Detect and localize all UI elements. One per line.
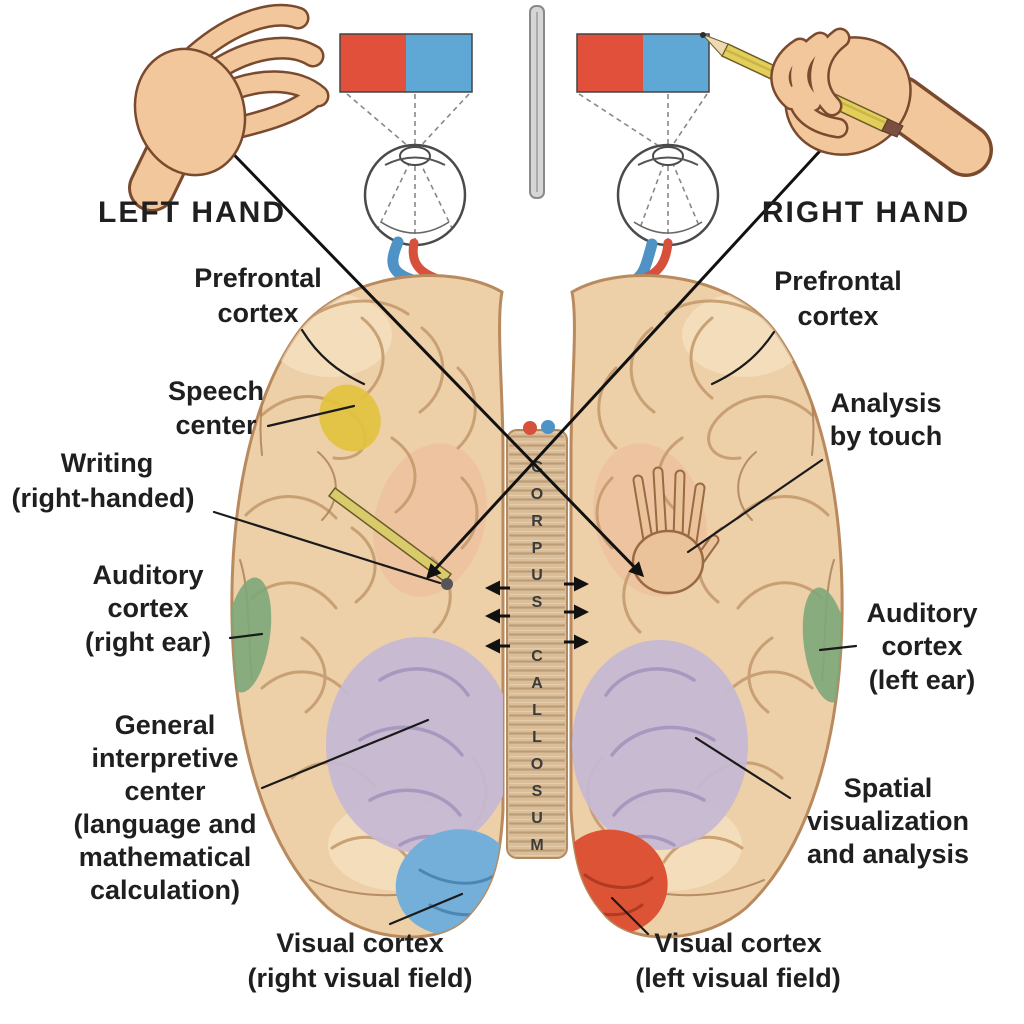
optic-tract-blue-dot [541,420,555,434]
prefrontal-right-leader [710,330,776,386]
label-auditory-right-line3: (right ear) [85,627,211,657]
auditory-left-ear-leader [818,644,858,652]
label-interpretive-line1: General [115,710,216,740]
label-spatial-line1: Spatial [844,773,933,803]
label-speech-line2: center [175,410,257,440]
label-prefrontal-right-line1: Prefrontal [774,266,902,296]
spatial-leader [694,736,792,800]
auditory-right-ear-leader [228,632,264,640]
label-visual-left-hemi-line2: (right visual field) [247,963,472,993]
midline-divider-bar [529,5,545,199]
corpus-callosum-letter: R [531,513,543,530]
label-prefrontal-left-line1: Prefrontal [194,263,322,293]
label-visual-right-hemi-line2: (left visual field) [635,963,841,993]
label-visual-right-hemi-line1: Visual cortex [654,928,822,958]
label-speech-line1: Speech [168,376,264,406]
label-analysis-line2: by touch [830,421,943,451]
label-interpretive-line4: (language and [73,809,256,839]
right-bar-red-half [577,34,643,92]
corpus-callosum-letter: L [532,702,542,719]
corpus-callosum-letter: L [532,729,542,746]
label-interpretive-line3: center [124,776,206,806]
label-visual-left-hemi-line1: Visual cortex [276,928,444,958]
right-eye-diagram [578,93,720,288]
label-left-hand: LEFT HAND [98,196,286,229]
corpus-callosum-letter: M [530,837,543,854]
general-interpretive-center-area [326,637,503,857]
right-hand-to-left-hemisphere-arrow [425,138,832,580]
left-bar-blue-half [406,34,472,92]
label-auditory-left-line3: (left ear) [869,665,976,695]
right-visual-field-bar [576,33,710,93]
right-bar-blue-half [643,34,709,92]
auditory-cortex-left-ear-area [802,587,843,703]
left-brain-hemisphere [230,274,505,939]
visual-right-field-leader [388,892,464,926]
touch-analysis-hand-illustration [631,466,720,595]
label-auditory-left-line2: cortex [881,631,962,661]
corpus-callosum-letter: S [532,594,543,611]
optic-tract-red-dot [523,421,537,435]
label-prefrontal-left-line2: cortex [217,298,298,328]
spatial-visualization-area [572,640,748,857]
label-right-hand: RIGHT HAND [762,196,970,229]
label-auditory-right-line1: Auditory [93,560,204,590]
label-analysis-line1: Analysis [830,388,941,418]
label-spatial-line3: and analysis [807,839,969,869]
corpus-callosum-letter: P [532,540,543,557]
speech-center-area [319,384,381,452]
corpus-callosum-letter: U [531,810,543,827]
label-auditory-right-line2: cortex [107,593,188,623]
prefrontal-left-leader [300,328,366,386]
general-interpretive-leader [260,718,430,790]
left-hand-illustration [128,3,330,212]
label-spatial-line2: visualization [807,806,969,836]
corpus-callosum-letter: O [531,486,543,503]
label-interpretive-line2: interpretive [91,743,238,773]
left-bar-red-half [340,34,406,92]
corpus-callosum-crossing-arrows [485,576,589,654]
label-prefrontal-right-line2: cortex [797,301,878,331]
writing-leader [212,510,442,585]
right-brain-hemisphere [569,274,844,939]
speech-center-leader [266,404,356,428]
corpus-callosum-letter: U [531,567,543,584]
left-visual-field-bar [339,33,473,93]
label-writing-line2: (right-handed) [12,483,195,513]
corpus-callosum-letter: O [531,756,543,773]
label-interpretive-line5: mathematical [79,842,252,872]
visual-left-field-leader [610,896,650,936]
label-interpretive-line6: calculation) [90,875,240,905]
label-auditory-left-line1: Auditory [867,598,978,628]
right-hand-illustration [700,27,993,177]
writing-area-pencil-illustration [327,486,453,590]
corpus-callosum-letter: A [531,675,543,692]
corpus-callosum-letter: S [532,783,543,800]
left-eye-diagram [346,93,470,290]
analysis-by-touch-leader [686,458,824,554]
left-hand-to-right-hemisphere-arrow [206,126,645,578]
corpus-callosum-letter: C [531,648,543,665]
label-writing-line1: Writing [61,448,153,478]
